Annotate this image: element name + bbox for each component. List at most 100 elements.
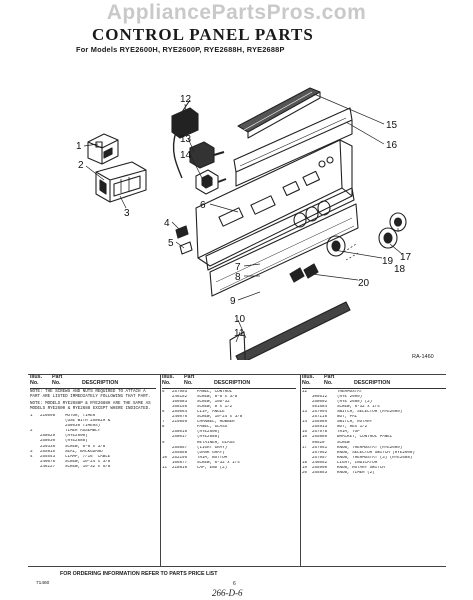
table-header: Illus.Part No.No.DESCRIPTION — [30, 374, 156, 389]
part-number: 257994 — [312, 409, 328, 414]
table-header: Illus.Part No.No.DESCRIPTION — [302, 374, 446, 389]
part-description: SCREW, 6-32 x 1/4 — [337, 404, 380, 409]
part-number: 255853 — [312, 471, 328, 476]
table-row: 255857(LIGHT GRAY) — [162, 446, 296, 451]
callout-20: 20 — [358, 278, 370, 289]
illus-number: 15 — [302, 430, 308, 435]
callout-7: 7 — [235, 262, 241, 273]
part-description: SEAL, BACKGUARD — [65, 449, 103, 454]
table-row: 255858(DARK GRAY) — [162, 451, 296, 456]
part-description: CAP, END (2) — [197, 466, 228, 470]
table-divider-1 — [160, 374, 161, 566]
part-number: 358156 — [172, 404, 188, 409]
table-row: 258029(RYE2600) — [30, 434, 156, 439]
illus-number: 4 — [30, 454, 33, 459]
callout-1: 1 — [76, 141, 82, 152]
part-number: 306612 — [312, 394, 328, 399]
part-number: 255913 — [312, 425, 328, 430]
part-description: PANEL, CONTROL — [197, 389, 233, 394]
part-description: KNOB, THERMOSTAT (RYE2600) — [337, 445, 403, 450]
part-description: LIGHT, INDICATOR — [337, 460, 378, 465]
part-number: 255860 — [312, 435, 328, 440]
illus-number: 3 — [30, 449, 33, 454]
part-description: NUT, HEX 1/2 — [337, 425, 368, 430]
illus-number: 17 — [302, 445, 308, 450]
part-number: 257952 — [312, 450, 328, 455]
callout-16: 16 — [386, 140, 398, 151]
illus-number: 8 — [162, 425, 165, 430]
table-row: 18 246052 LIGHT, INDICATOR — [302, 461, 446, 466]
illus-number: 18 — [302, 460, 308, 465]
table-note-1: NOTE: THE SCREWS AND NUTS REQUIRED TO AT… — [30, 389, 151, 399]
part-description: SCREW, 6-32 x 1/4 — [197, 460, 240, 465]
part-description: SWITCH, ROTARY — [337, 420, 373, 425]
part-description: CHANNEL, RUBBER — [197, 420, 235, 425]
part-description: (RYE2688) — [197, 435, 220, 440]
table-row: 257952 KNOB, SELECTOR SWITCH (RYE2600) — [302, 451, 446, 456]
part-description: KNOB, TIMER (2) — [337, 471, 375, 476]
part-description: TRIM, BOTTOM — [197, 455, 228, 460]
part-number: 257903 — [172, 389, 188, 394]
part-description: SCREW, 8-8 x 3/8 — [65, 444, 106, 449]
part-description: (USE WITH 258029 & — [65, 419, 111, 424]
part-number: 258002 — [312, 399, 328, 404]
callout-15: 15 — [386, 120, 398, 131]
callout-14: 14 — [180, 150, 192, 161]
table-divider-2 — [300, 374, 301, 566]
part-number: 255989 — [312, 420, 328, 425]
illus-number: 5 — [162, 389, 165, 394]
top-trim-drawing — [237, 87, 321, 139]
illus-number — [30, 465, 40, 470]
part-description: TRIM, TOP — [337, 430, 360, 435]
callout-5: 5 — [168, 238, 174, 249]
ordering-footer: FOR ORDERING INFORMATION REFER TO PARTS … — [60, 571, 218, 577]
table-row: 258016(RYE2600) — [162, 430, 296, 435]
part-description: KNOB, SELECTOR SWITCH (RYE2600) — [337, 450, 415, 455]
illus-number: 12 — [302, 389, 308, 394]
knobs-drawing — [289, 200, 407, 283]
part-number: 255815 — [40, 449, 56, 454]
illus-number: 7 — [162, 420, 165, 425]
callout-18: 18 — [394, 264, 406, 275]
table-row: (USE WITH 258029 & — [30, 419, 156, 424]
part-description: KNOB, ROTARY SWITCH — [337, 466, 385, 470]
table-row: 246076 SCREW, 10-24 x 3/8 — [162, 415, 296, 420]
part-number: 239336 — [40, 444, 56, 449]
illus-number: 19 — [302, 466, 308, 470]
leader-lines — [83, 93, 403, 343]
part-number: 166877 — [172, 460, 188, 465]
table-header: Illus.Part No.No.DESCRIPTION — [162, 374, 296, 389]
illus-number: 10 — [162, 455, 168, 460]
part-description: TIMER ASSEMBLY — [65, 429, 101, 434]
part-number: 246076 — [172, 415, 188, 420]
part-number: 246076 — [40, 459, 56, 464]
thermostat-drawing — [171, 99, 199, 179]
part-description: (RYE2688) — [65, 439, 88, 444]
handwritten-code: 266-D-6 — [212, 588, 243, 598]
parts-table-column-1: Illus.Part No.No.DESCRIPTION NOTE: THE S… — [30, 374, 156, 470]
part-description: SCREW, 10-24 x 3/8 — [197, 415, 243, 420]
part-number: 246052 — [312, 460, 328, 465]
part-description: SCREW, 10D-32 — [197, 399, 230, 404]
part-number: 166683 — [172, 399, 188, 404]
part-number: 246127 — [40, 464, 56, 469]
part-description: (LIGHT GRAY) — [197, 445, 228, 450]
table-row: 258030(RYE2688) — [30, 439, 156, 444]
control-panel-bracket-drawing — [233, 107, 353, 187]
illus-number: 16 — [302, 435, 308, 440]
table-row: 258017 (RYE2688) — [162, 435, 296, 440]
callout-19: 19 — [382, 256, 394, 267]
part-description: MOTOR, TIMER — [65, 413, 96, 418]
part-number: 258017 — [172, 435, 188, 440]
part-number: 98520 — [312, 440, 325, 445]
